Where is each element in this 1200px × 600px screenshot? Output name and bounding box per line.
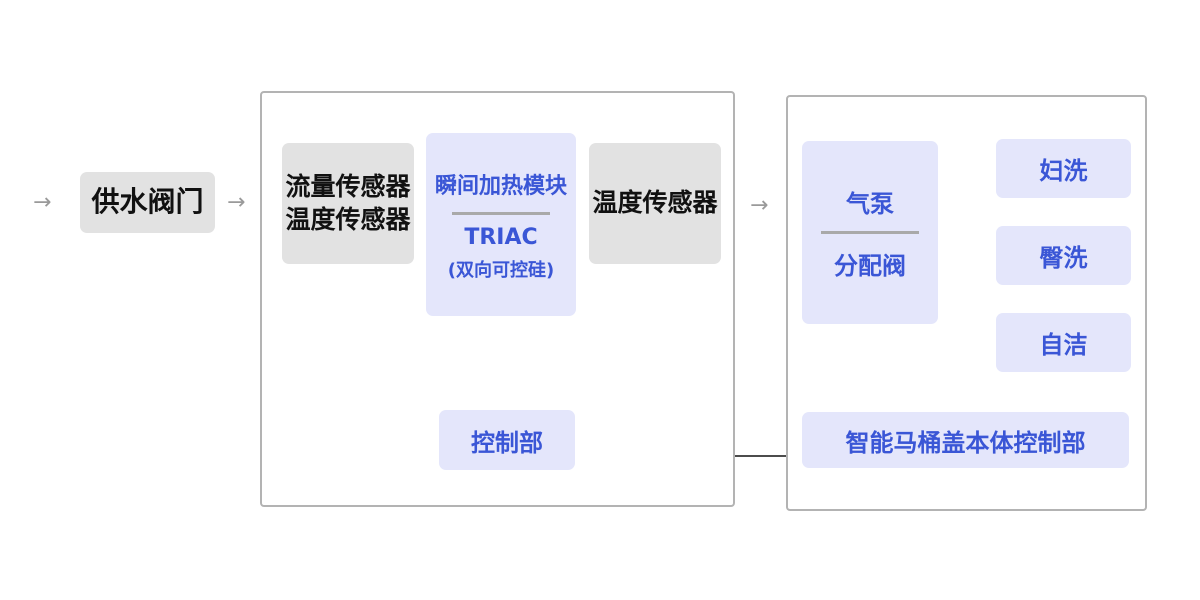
sensor-box-left: 流量传感器 温度传感器 [282, 143, 414, 264]
flow-sensor-label: 流量传感器 [285, 172, 411, 201]
wash-mode-label: 自洁 [1039, 331, 1088, 359]
wash-mode-label: 臀洗 [1039, 244, 1088, 272]
controller-box: 控制部 [439, 410, 575, 470]
flow-arrow-3: → [750, 193, 769, 218]
pump-divider [821, 231, 919, 234]
pump-label: 气泵 [846, 190, 894, 218]
smart-lid-controller-label: 智能马桶盖本体控制部 [845, 428, 1086, 457]
wash-mode-box-2: 臀洗 [996, 226, 1131, 285]
temp-sensor-right-label: 温度传感器 [592, 188, 718, 218]
temp-sensor-left-label: 温度传感器 [285, 204, 411, 234]
flow-arrow-1: → [33, 190, 52, 215]
wash-mode-label: 妇洗 [1039, 157, 1088, 185]
heater-module-title: 瞬间加热模块 [434, 173, 567, 199]
heater-module-box: 瞬间加热模块 TRIAC (双向可控硅) [426, 133, 576, 316]
triac-label: TRIAC [464, 224, 538, 250]
sensor-box-right: 温度传感器 [589, 143, 721, 264]
heater-divider [452, 211, 550, 215]
flow-arrow-2: → [227, 190, 246, 215]
pump-valve-box: 气泵 分配阀 [802, 141, 938, 324]
smart-lid-controller-box: 智能马桶盖本体控制部 [802, 412, 1129, 468]
triac-note: (双向可控硅) [447, 259, 555, 281]
wash-mode-box-1: 妇洗 [996, 139, 1131, 198]
controller-label: 控制部 [471, 428, 543, 457]
supply-valve-label: 供水阀门 [91, 185, 204, 219]
valve-label: 分配阀 [834, 252, 906, 280]
supply-valve-box: 供水阀门 [80, 172, 215, 233]
wash-mode-box-3: 自洁 [996, 313, 1131, 372]
